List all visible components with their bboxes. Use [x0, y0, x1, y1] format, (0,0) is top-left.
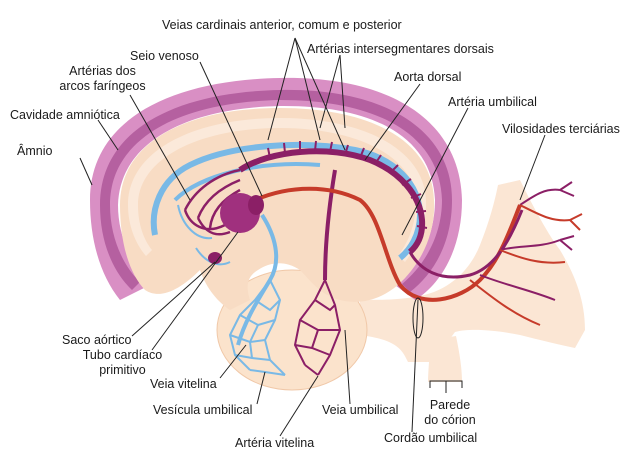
label-arteria-vitelina: Artéria vitelina [235, 436, 315, 450]
label-veias-cardinais: Veias cardinais anterior, comum e poster… [162, 18, 402, 32]
dorsal-aorta [238, 148, 426, 255]
sinus-venosus [248, 195, 264, 215]
tertiary-villi [469, 181, 583, 326]
label-arterias-arcos-1: Artérias dos [69, 64, 136, 78]
label-saco-aortico: Saco aórtico [62, 333, 132, 347]
label-aorta-dorsal: Aorta dorsal [394, 70, 462, 84]
label-parede-corion-2: do córion [424, 413, 476, 427]
label-arterias-arcos-2: arcos faríngeos [59, 79, 146, 93]
label-veia-vitelina: Veia vitelina [150, 377, 217, 391]
yolk-sac-artery-network [293, 279, 342, 376]
umbilical-artery-red [254, 186, 522, 302]
label-tubo-cardiaco-2: primitivo [99, 363, 146, 377]
aortic-sac [208, 252, 222, 264]
label-parede-corion-1: Parede [429, 398, 471, 412]
umbilical-cord [360, 180, 585, 362]
label-cavidade-amniotica: Cavidade amniótica [10, 108, 120, 122]
label-veia-umbilical: Veia umbilical [322, 403, 399, 417]
amnion-band [100, 89, 452, 292]
label-arterias-intersegmentares: Artérias intersegmentares dorsais [307, 42, 494, 56]
pharyngeal-arch-arteries [183, 168, 241, 236]
label-tubo-cardiaco-1: Tubo cardíaco [82, 348, 163, 362]
chorion-bracket [429, 380, 463, 393]
label-seio-venoso: Seio venoso [130, 49, 199, 63]
intersegmental-arteries [267, 140, 428, 229]
umbilical-artery-purple [408, 209, 524, 279]
chorion-wall [428, 336, 462, 382]
label-arteria-umbilical: Artéria umbilical [448, 95, 537, 109]
label-amnio: Âmnio [17, 144, 53, 158]
cord-marker [412, 297, 424, 339]
leader-lines [79, 37, 546, 437]
vitelline-artery [323, 169, 337, 281]
label-vesicula-umbilical: Vesícula umbilical [153, 403, 253, 417]
label-vilosidades: Vilosidades terciárias [502, 122, 620, 136]
label-cordao-umbilical: Cordão umbilical [384, 431, 478, 445]
